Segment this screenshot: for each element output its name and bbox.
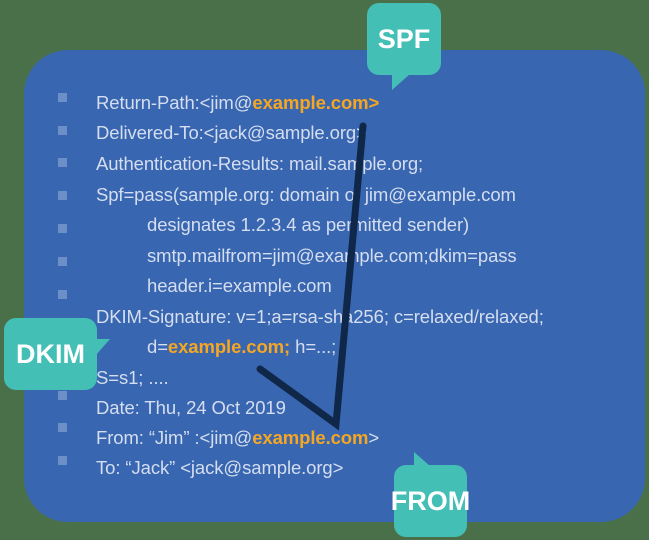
header-line-return-path: Return-Path:<jim@example.com> xyxy=(96,92,379,114)
line-text: smtp.mailfrom=jim@example.com;dkim=pass xyxy=(147,245,517,266)
header-line-header-i: header.i=example.com xyxy=(147,275,332,297)
bullet-icon xyxy=(58,93,67,102)
header-line-spf-designates: designates 1.2.3.4 as permitted sender) xyxy=(147,214,469,236)
line-text: DKIM-Signature: v=1;a=rsa-sha256; c=rela… xyxy=(96,306,544,327)
line-text: S=s1; .... xyxy=(96,367,169,388)
dkim-label-bubble: DKIM xyxy=(4,318,97,390)
header-line-selector: S=s1; .... xyxy=(96,367,169,389)
header-line-dkim-signature: DKIM-Signature: v=1;a=rsa-sha256; c=rela… xyxy=(96,306,544,328)
dkim-label: DKIM xyxy=(16,338,85,369)
bullet-icon xyxy=(58,224,67,233)
line-text: Return-Path:<jim@ xyxy=(96,92,253,113)
header-line-delivered-to: Delivered-To:<jack@sample.org> xyxy=(96,122,367,144)
bullet-icon xyxy=(58,191,67,200)
header-line-to: To: “Jack” <jack@sample.org> xyxy=(96,457,343,479)
line-text: Date: Thu, 24 Oct 2019 xyxy=(96,397,286,418)
line-text: Authentication-Results: mail.sample.org; xyxy=(96,153,424,174)
header-line-auth-results: Authentication-Results: mail.sample.org; xyxy=(96,153,423,175)
spf-bubble-tail xyxy=(392,74,410,90)
line-text: Spf=pass(sample.org: domain of jim@examp… xyxy=(96,184,516,205)
bullet-icon xyxy=(58,290,67,299)
line-text: Delivered-To:<jack@sample.org> xyxy=(96,122,367,143)
header-line-from: From: “Jim” :<jim@example.com> xyxy=(96,427,379,449)
highlight-domain: example.com> xyxy=(252,92,380,113)
dkim-bubble-tail xyxy=(96,339,110,355)
header-line-spf: Spf=pass(sample.org: domain of jim@examp… xyxy=(96,184,516,206)
bullet-icon xyxy=(58,158,67,167)
line-text: h=...; xyxy=(290,336,337,357)
line-text: d= xyxy=(147,336,168,357)
from-label: FROM xyxy=(390,485,471,516)
bullet-icon xyxy=(58,257,67,266)
bullet-icon xyxy=(58,456,67,465)
line-text: From: “Jim” :<jim@ xyxy=(96,427,253,448)
line-text: designates 1.2.3.4 as permitted sender) xyxy=(147,214,470,235)
line-text: > xyxy=(368,427,380,448)
spf-label-bubble: SPF xyxy=(367,3,441,75)
line-text: To: “Jack” <jack@sample.org> xyxy=(96,457,344,478)
bullet-icon xyxy=(58,391,67,400)
from-bubble-tail xyxy=(414,452,430,466)
from-label-bubble: FROM xyxy=(390,465,471,537)
spf-label: SPF xyxy=(377,23,431,54)
email-header-panel xyxy=(24,50,645,522)
header-line-smtp-mailfrom: smtp.mailfrom=jim@example.com;dkim=pass xyxy=(147,245,517,267)
bullet-icon xyxy=(58,126,67,135)
highlight-domain: example.com; xyxy=(167,336,291,357)
header-line-dkim-d: d=example.com; h=...; xyxy=(147,336,336,358)
highlight-domain: example.com xyxy=(252,427,369,448)
bullet-icon xyxy=(58,423,67,432)
line-text: header.i=example.com xyxy=(147,275,332,296)
header-line-date: Date: Thu, 24 Oct 2019 xyxy=(96,397,286,419)
